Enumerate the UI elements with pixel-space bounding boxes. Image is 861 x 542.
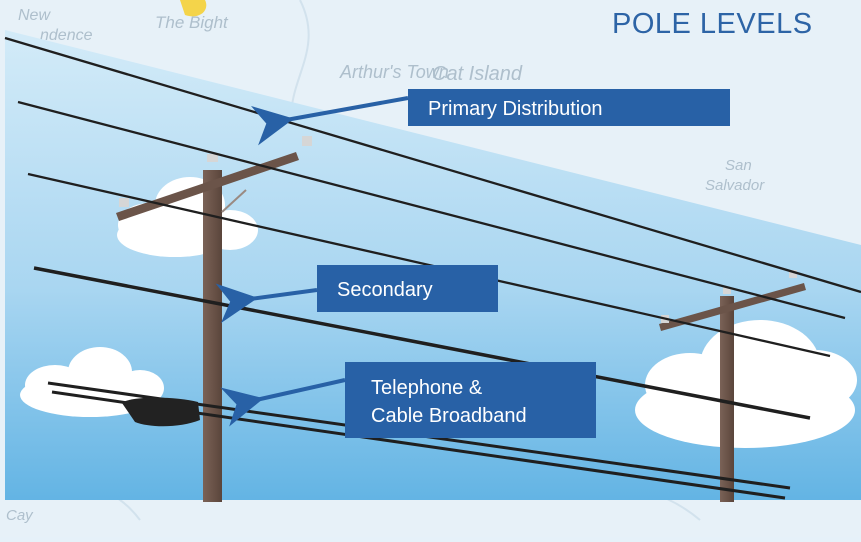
map-label-the-bight-top: The Bight [155, 13, 229, 32]
secondary-text: Secondary [337, 279, 433, 301]
cable-splice-box [122, 397, 200, 427]
page-title: POLE LEVELS [612, 8, 813, 40]
map-island-yellow [180, 0, 207, 17]
map-label-salvador: Salvador [705, 177, 765, 194]
insulator-left-top [207, 154, 218, 162]
insulator-right-right [789, 270, 797, 278]
map-label-arthurs-town: Arthur's Town [339, 62, 449, 82]
telephone-text: Telephone & [371, 377, 483, 399]
map-label-cat-island: Cat Island [432, 63, 523, 85]
primary-wire-2 [17, 100, 846, 320]
primary-arrow [250, 96, 409, 146]
cable-broadband-text: Cable Broadband [371, 405, 527, 427]
secondary-wire [33, 266, 811, 420]
map-label-san: San [725, 157, 752, 174]
map-label-cay: Cay [6, 507, 34, 524]
insulator-left-right [302, 136, 312, 146]
secondary-label: Secondary [317, 265, 498, 312]
telephone-cable-label: Telephone & Cable Broadband [345, 362, 596, 438]
map-labels: New ndence The Bight Arthur's Town Cat I… [6, 7, 765, 524]
secondary-arrow [215, 283, 318, 324]
insulator-right-top [723, 287, 731, 294]
primary-distribution-text: Primary Distribution [428, 98, 603, 120]
map-label-new: New [18, 7, 51, 24]
map-label-providence: ndence [40, 27, 93, 44]
primary-wire-1 [4, 36, 861, 294]
insulator-left-left [119, 198, 129, 207]
telecom-arrow [220, 378, 346, 427]
primary-distribution-label: Primary Distribution [408, 89, 730, 126]
